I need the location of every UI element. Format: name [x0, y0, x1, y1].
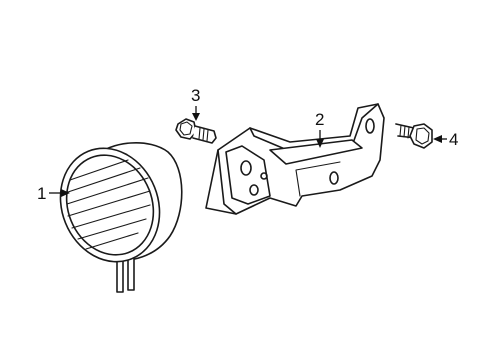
callout-4-label: 4	[449, 130, 458, 149]
bolt-right	[395, 123, 433, 149]
callout-2-arrowhead	[316, 139, 324, 148]
callout-1-arrowhead	[61, 189, 70, 197]
callout-3-arrowhead	[192, 113, 200, 121]
callout-2-label: 2	[315, 110, 324, 129]
fog-lamp	[59, 142, 183, 293]
fog-lamp-bracket	[205, 103, 385, 215]
callout-1: 1	[37, 184, 70, 203]
callout-3-label: 3	[191, 86, 200, 105]
bolt-left	[175, 118, 217, 144]
callout-3: 3	[191, 86, 200, 121]
callout-4-arrowhead	[433, 135, 442, 143]
callout-2: 2	[315, 110, 324, 148]
callout-1-label: 1	[37, 184, 46, 203]
callout-4: 4	[433, 130, 458, 149]
